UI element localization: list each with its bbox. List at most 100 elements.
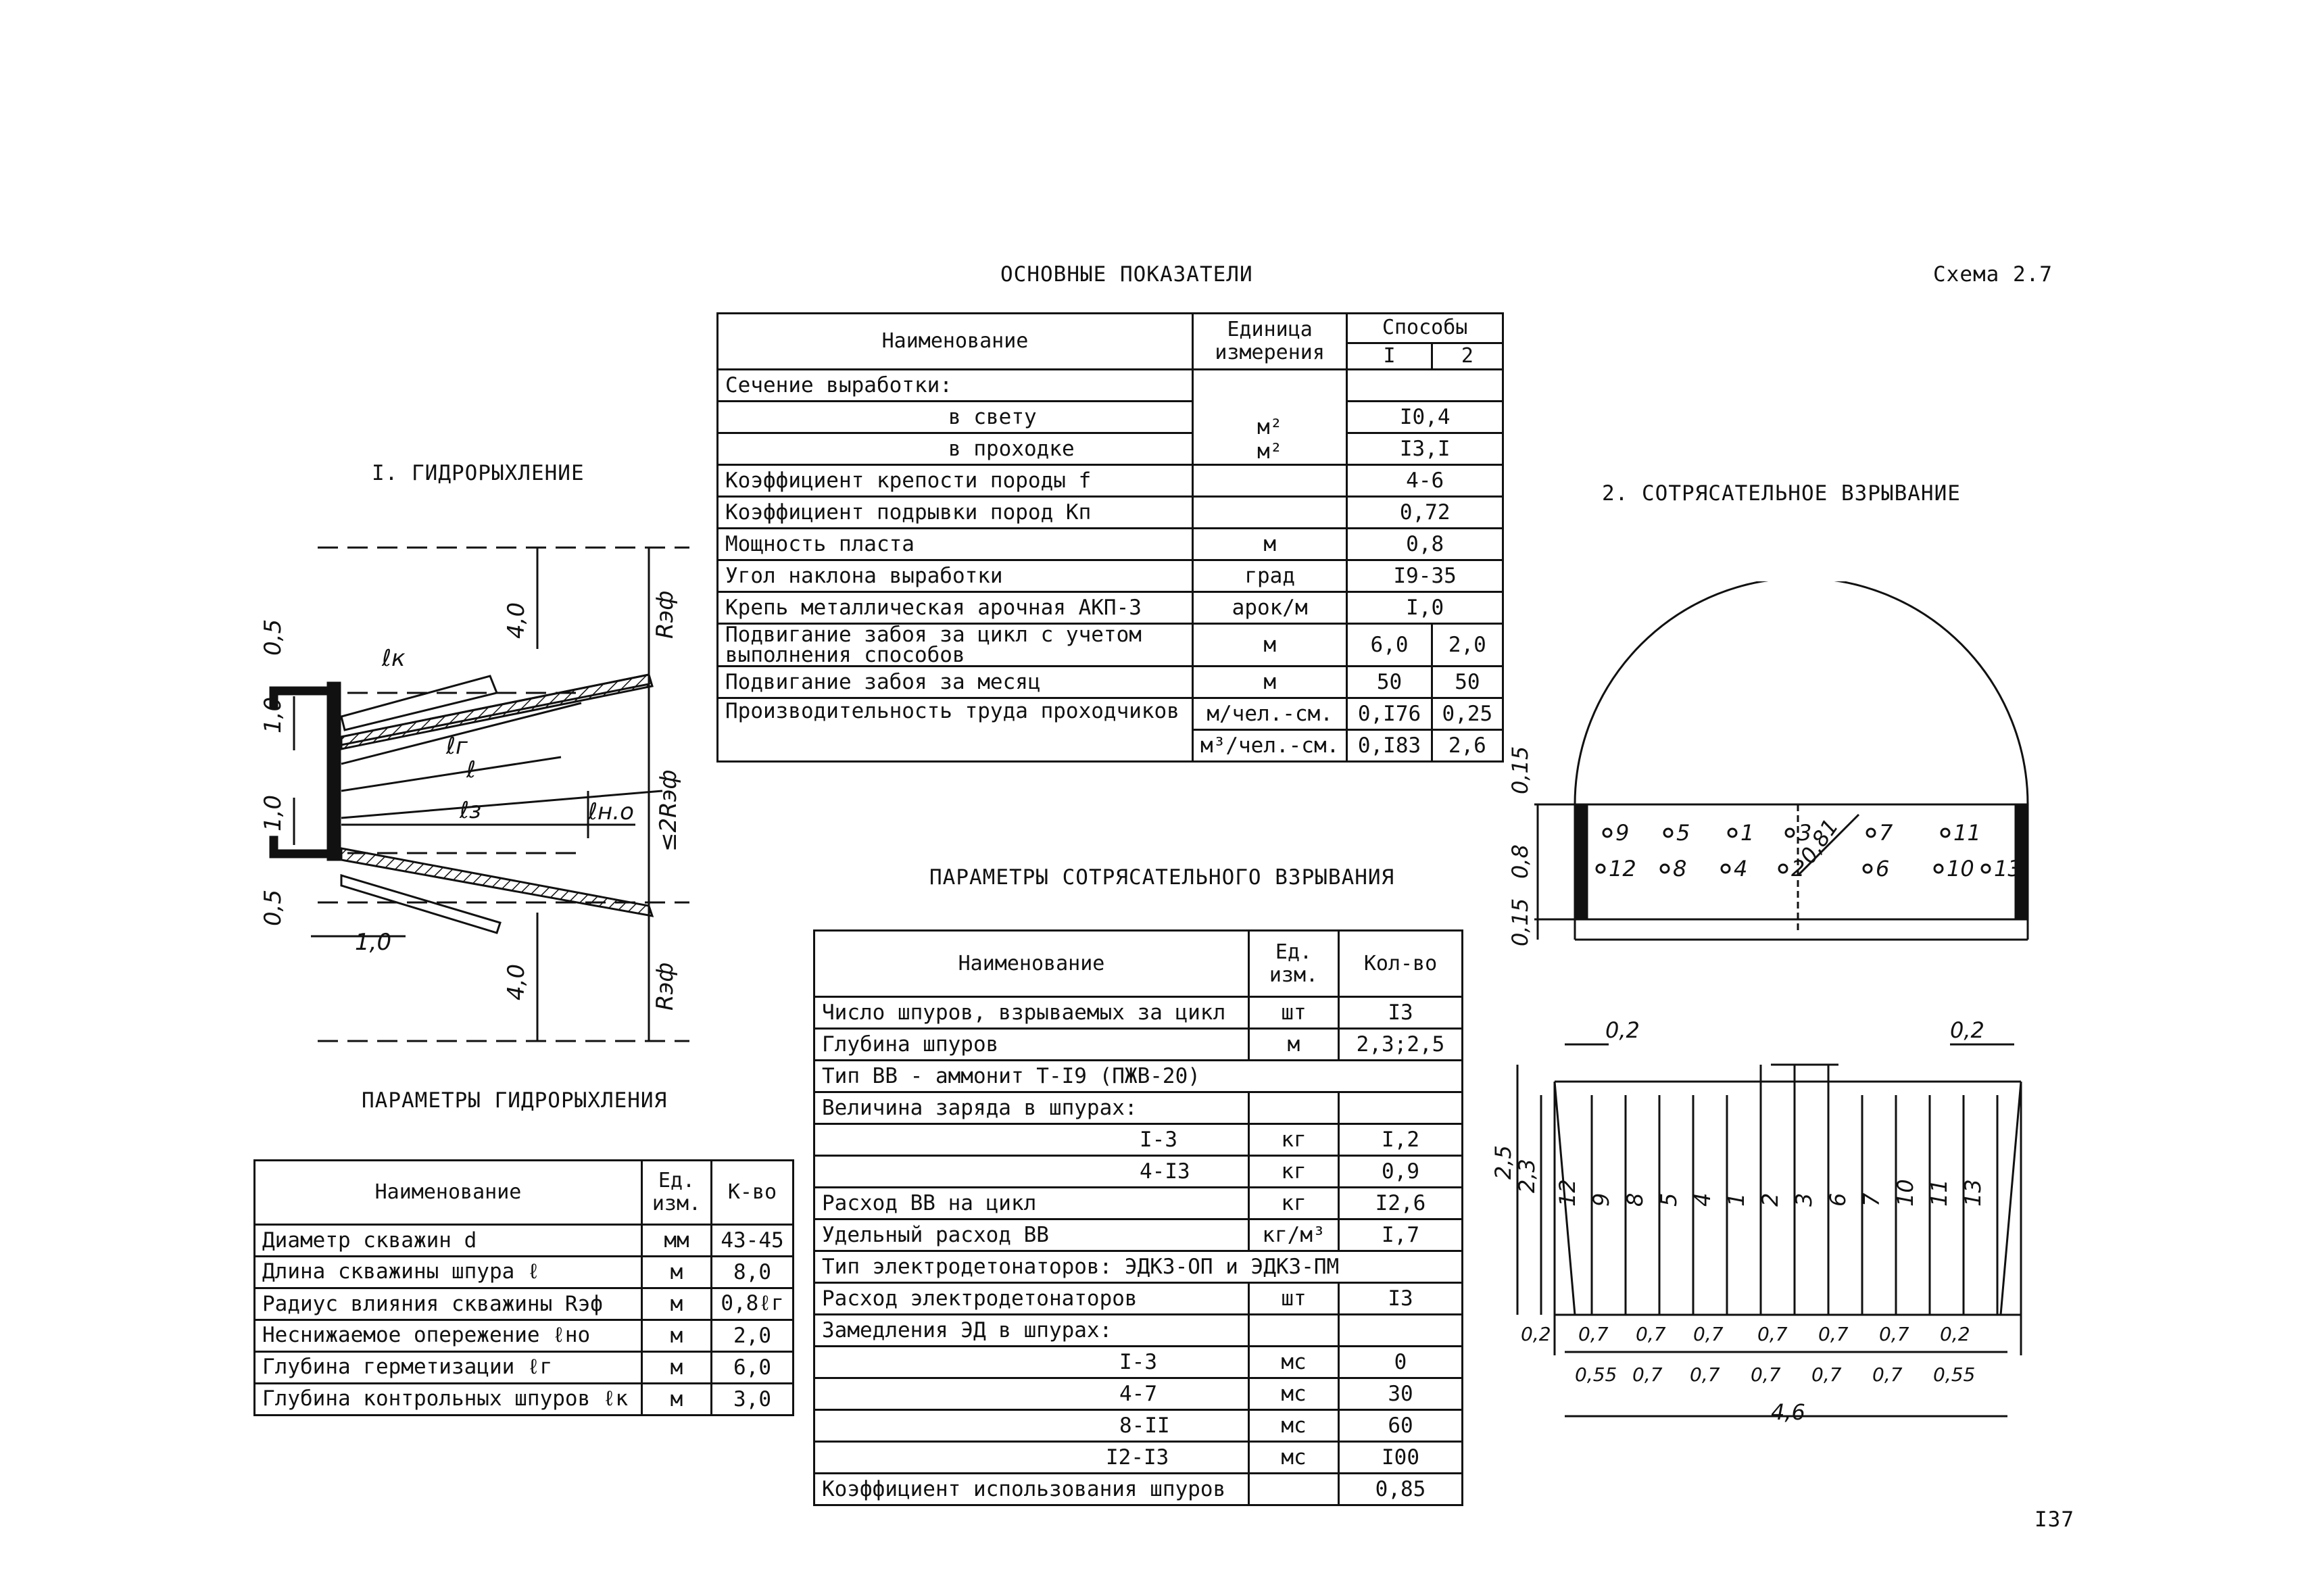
- blast-hole-label: 5: [1676, 820, 1690, 846]
- blast-hole-number: 4: [1690, 1193, 1715, 1207]
- control-bore-bot: [340, 873, 502, 934]
- table-cell: м: [1248, 1027, 1340, 1061]
- table-cell: I,0: [1346, 591, 1504, 625]
- table-cell: 6,0: [1346, 623, 1433, 667]
- blast-hole-number: 8: [1622, 1193, 1648, 1207]
- dim-label: 2,5: [1490, 1145, 1516, 1180]
- table-cell: шт: [1248, 996, 1340, 1030]
- table-cell: [1191, 464, 1348, 498]
- table-cell: Удельный расход ВВ: [813, 1218, 1250, 1252]
- table-cell: в свету: [716, 400, 1194, 434]
- table-cell: кг: [1248, 1123, 1340, 1157]
- arch-outline: [1574, 581, 2029, 805]
- spacing-label: 0,7: [1632, 1363, 1663, 1386]
- lno-label: ℓн.о: [587, 798, 634, 825]
- blast-hole-number: 3: [1791, 1193, 1817, 1207]
- table-cell: м³/чел.-см.: [1191, 729, 1348, 763]
- spacing-label: 0,7: [1818, 1323, 1849, 1345]
- dim-label: 1,0: [260, 697, 287, 733]
- table-cell: мм: [641, 1224, 712, 1257]
- spacing-label: 0,7: [1872, 1363, 1903, 1386]
- table-cell: I0,4: [1346, 400, 1504, 434]
- unit-value: м²: [1257, 415, 1283, 439]
- table-cell: м: [1191, 665, 1348, 699]
- face-block: [326, 681, 341, 861]
- table-cell: 0,I83: [1346, 729, 1433, 763]
- blast-hole-number: 7: [1859, 1192, 1884, 1207]
- blast-hole-marker: [1778, 863, 1788, 874]
- table-cell: [1338, 1313, 1463, 1347]
- table-cell: 0,8: [1346, 527, 1504, 561]
- dim-label: 4,0: [503, 602, 530, 639]
- table-cell: Производительность труда проходчиков: [716, 697, 1194, 763]
- unit-value: м²: [1257, 439, 1283, 464]
- col-header-unit: Единица измерения: [1191, 312, 1348, 370]
- table-cell: 50: [1430, 665, 1505, 699]
- blast-hole-marker: [1933, 863, 1944, 874]
- hydro-diagram: 0,5 1,0 1,0 0,5 1,0 4,0 4,0 ℓк ℓг ℓ ℓз ℓ…: [260, 546, 689, 1042]
- table-cell: I,7: [1338, 1218, 1463, 1252]
- table-cell: 2,6: [1430, 729, 1505, 763]
- table-cell: Коэффициент крепости породы f: [716, 464, 1194, 498]
- blast-hole-label: 6: [1876, 856, 1889, 881]
- spacing-label: 0,7: [1879, 1323, 1909, 1345]
- contour-left: [1553, 1081, 1576, 1315]
- table-cell: [1248, 1091, 1340, 1125]
- blast-hole-number: 13: [1960, 1179, 1986, 1207]
- col-header-unit: Ед. изм.: [1248, 929, 1340, 998]
- table-cell: м: [641, 1255, 712, 1289]
- dimension-line: [341, 756, 562, 792]
- seam-left: [1574, 803, 1588, 921]
- dim-label: 1,0: [355, 929, 391, 956]
- table-cell: Сечение выработки:: [716, 368, 1194, 402]
- dim-label: 0,2: [1605, 1017, 1640, 1043]
- table-cell: м: [641, 1319, 712, 1353]
- blast-hole-number: 6: [1825, 1193, 1851, 1207]
- col-header-name: Наименование: [716, 312, 1194, 370]
- blast-table-title: ПАРАМЕТРЫ СОТРЯСАТЕЛЬНОГО ВЗРЫВАНИЯ: [929, 865, 1395, 890]
- table-cell: мс: [1248, 1409, 1340, 1443]
- blast-hole-marker: [1866, 827, 1876, 838]
- blast-hole-number: 10: [1893, 1179, 1918, 1207]
- table-cell: м: [1191, 527, 1348, 561]
- lr-label: ℓг: [445, 733, 468, 760]
- table-cell: I-3: [813, 1345, 1250, 1379]
- table-cell: Расход электродетонаторов: [813, 1282, 1250, 1315]
- table-cell: Коэффициент подрывки пород Kп: [716, 495, 1194, 529]
- table-cell: 3,0: [710, 1382, 794, 1416]
- table-cell: Величина заряда в шпурах:: [813, 1091, 1250, 1125]
- table-cell: Тип электродетонаторов: ЭДКЗ-ОП и ЭДКЗ-П…: [813, 1250, 1463, 1284]
- dim-label: 1,0: [260, 795, 287, 831]
- table-cell: I-3: [813, 1123, 1250, 1157]
- table-cell: 4-6: [1346, 464, 1504, 498]
- col-header-method-1: I: [1346, 341, 1433, 371]
- blast-hole-number: 5: [1656, 1193, 1682, 1207]
- hydro-params-table: Наименование Ед. изм. К-во Диаметр скваж…: [253, 1159, 794, 1416]
- blast-hole-label: 12: [1609, 856, 1636, 881]
- blast-hole-label: 13: [1994, 856, 2022, 881]
- table-cell: [1346, 368, 1504, 402]
- row-text: Подвигание забоя за цикл с учетом: [725, 623, 1142, 647]
- dim-label: 4,0: [503, 964, 530, 1000]
- borehole-sealed-top: [340, 673, 654, 750]
- blast-hole-marker: [1727, 827, 1738, 838]
- lz-label: ℓз: [459, 797, 481, 824]
- table-cell: мс: [1248, 1441, 1340, 1474]
- blast-hole-label: 2: [1791, 856, 1805, 881]
- table-cell: Угол наклона выработки: [716, 559, 1194, 593]
- blasting-title: 2. СОТРЯСАТЕЛЬНОЕ ВЗРЫВАНИЕ: [1602, 481, 1961, 506]
- blast-hole-label: 10: [1947, 856, 1974, 881]
- table-cell: [1338, 1091, 1463, 1125]
- table-cell: 0,I76: [1346, 697, 1433, 731]
- table-cell: Глубина контрольных шпуров ℓк: [253, 1382, 643, 1416]
- table-cell: [1248, 1472, 1340, 1506]
- table-cell: 4-I3: [813, 1155, 1250, 1188]
- col-header-name: Наименование: [813, 929, 1250, 998]
- row-text: выполнения способов: [725, 643, 965, 667]
- table-cell: I3: [1338, 996, 1463, 1030]
- dimension-line: [1797, 813, 1860, 877]
- table-cell: I00: [1338, 1441, 1463, 1474]
